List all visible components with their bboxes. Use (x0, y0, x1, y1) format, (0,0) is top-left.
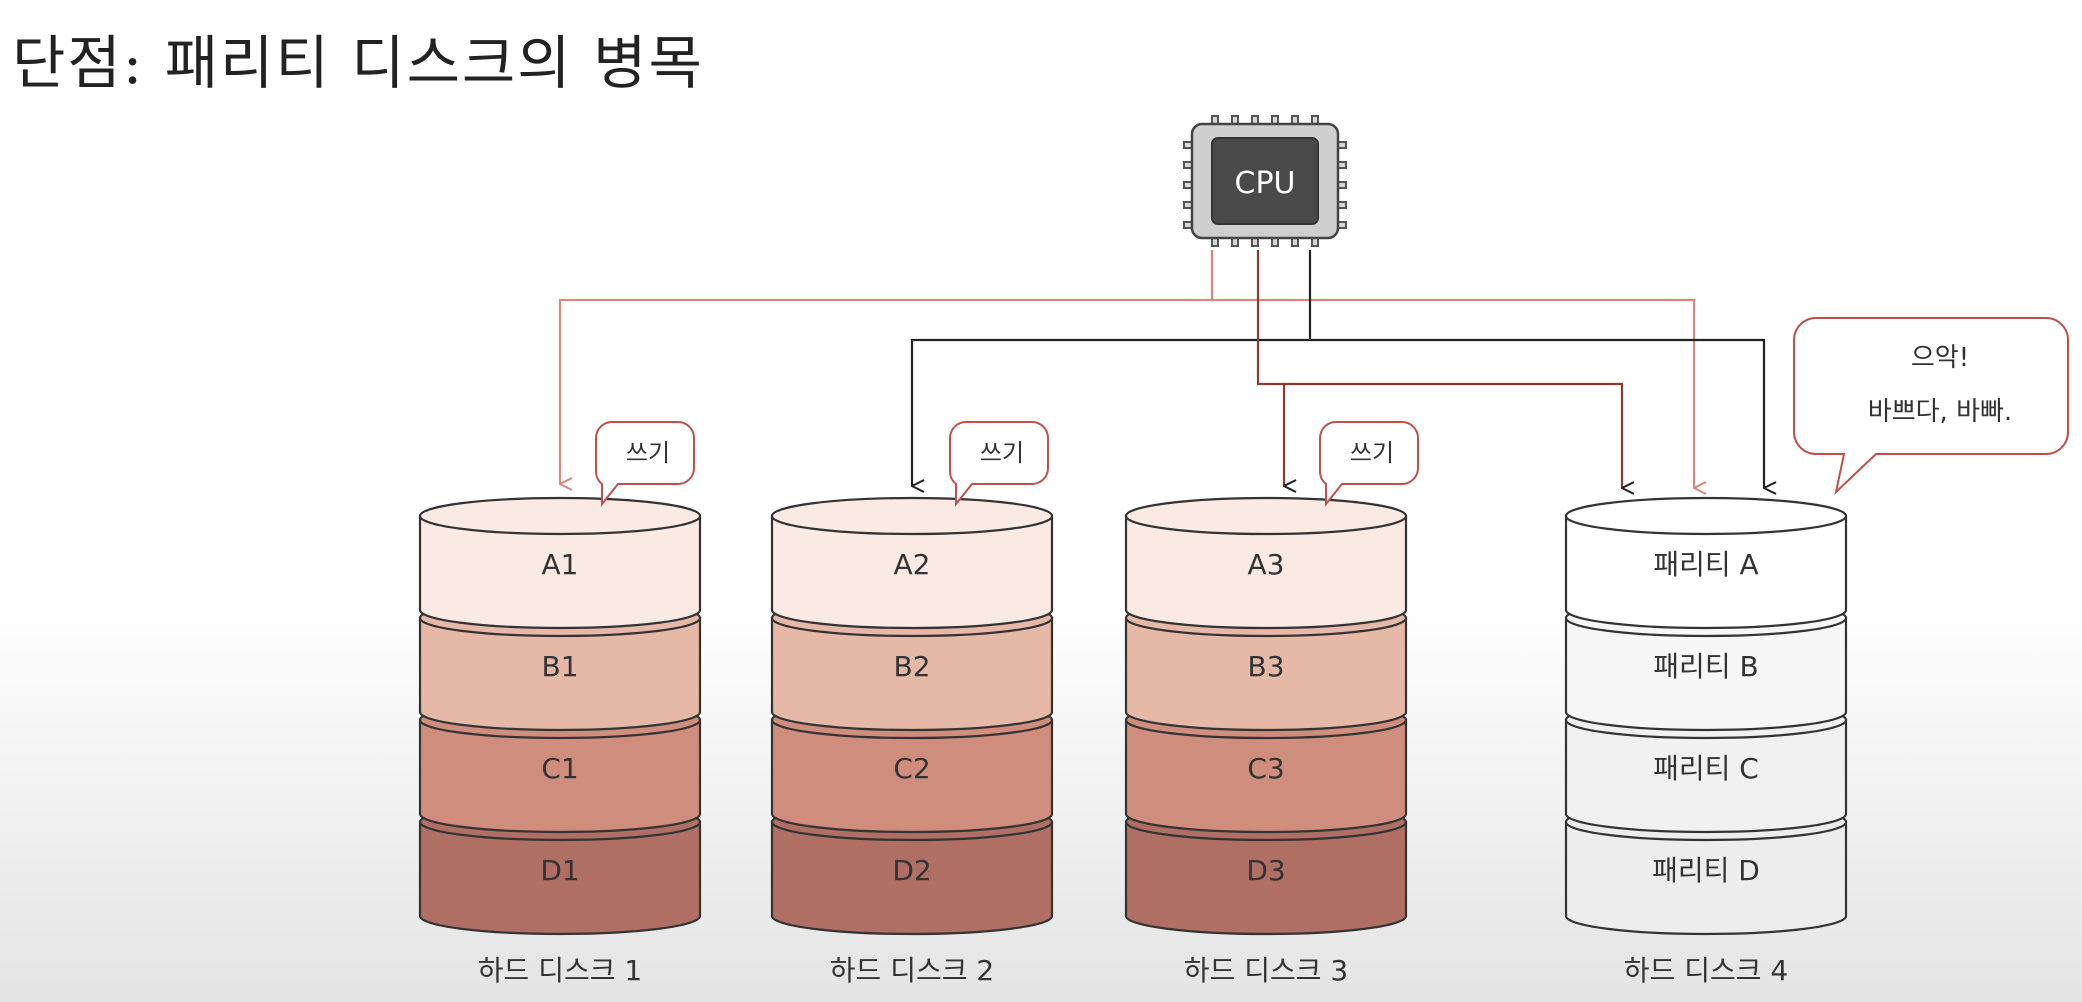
write-bubble-label: 쓰기 (1350, 439, 1394, 467)
disk-block-label: 패리티 C (1653, 752, 1759, 785)
disk-stack-3: D3 C3 B3 A3 (1124, 496, 1408, 936)
parity-bubble: 으악! 바쁘다, 바빠. (1793, 317, 2069, 495)
parity-bubble-line2: 바쁘다, 바빠. (1868, 397, 2012, 427)
disk-block: A2 (770, 496, 1054, 630)
disk-block-label: B3 (1247, 650, 1284, 683)
pink-bus-line (558, 250, 1214, 484)
black-bus-line (910, 250, 1312, 486)
disk-block-label: 패리티 B (1653, 650, 1758, 683)
black-branch-parity (1310, 338, 1764, 488)
write-bubble-2: 쓰기 (949, 421, 1049, 507)
write-bubble-1: 쓰기 (595, 421, 695, 507)
disk-block-label: A3 (1248, 548, 1285, 581)
pink-branch-parity (1212, 298, 1694, 488)
disk-block-label: C1 (541, 752, 578, 785)
disk-name-3: 하드 디스크 3 (1184, 954, 1348, 987)
parity-bubble-line1: 으악! (1911, 343, 1969, 373)
disk-block: A3 (1124, 496, 1408, 630)
disk-block-label: C3 (1247, 752, 1284, 785)
disk-block: A1 (418, 496, 702, 630)
cpu-label: CPU (1235, 166, 1296, 201)
disk-name-4: 하드 디스크 4 (1624, 954, 1788, 987)
disk-block-label: B2 (893, 650, 930, 683)
disk-block-label: A2 (894, 548, 931, 581)
disk-stack-4: 패리티 D 패리티 C 패리티 B 패리티 A (1564, 496, 1848, 936)
disk-block-label: C2 (893, 752, 930, 785)
disk-block-label: 패리티 A (1653, 548, 1758, 581)
disk-block-label: D1 (540, 854, 579, 887)
disk-name-2: 하드 디스크 2 (830, 954, 994, 987)
disk-block-label: B1 (541, 650, 578, 683)
disk-block-label: D2 (892, 854, 931, 887)
brown-bus-line (1256, 250, 1284, 486)
write-bubble-label: 쓰기 (626, 439, 670, 467)
page-title: 단점: 패리티 디스크의 병목 (12, 29, 704, 97)
disk-block-label: D3 (1246, 854, 1285, 887)
write-bubble-label: 쓰기 (980, 439, 1024, 467)
brown-branch-parity (1284, 382, 1622, 488)
disk-stack-1: D1 C1 B1 A1 (418, 496, 702, 936)
disk-stack-2: D2 C2 B2 A2 (770, 496, 1054, 936)
disk-block-label: A1 (542, 548, 579, 581)
write-bubble-3: 쓰기 (1319, 421, 1419, 507)
connections (558, 250, 1764, 488)
disk-block: 패리티 A (1564, 496, 1848, 630)
disk-block-label: 패리티 D (1652, 854, 1760, 887)
cpu-chip: CPU (1183, 115, 1347, 247)
disk-name-1: 하드 디스크 1 (478, 954, 642, 987)
